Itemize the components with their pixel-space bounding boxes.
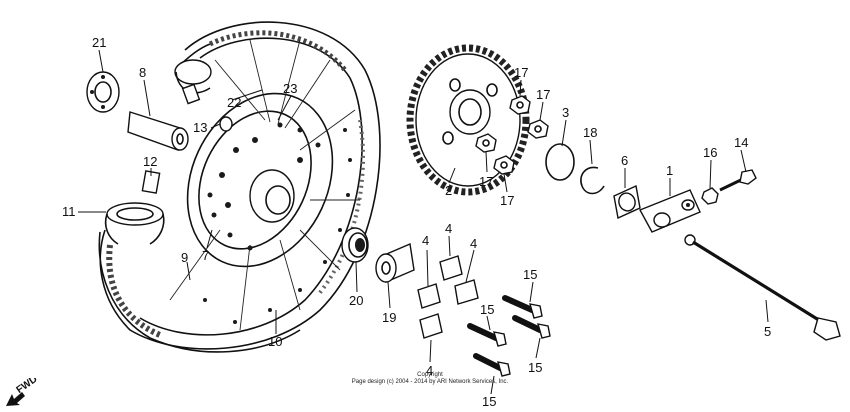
bolt-15d bbox=[473, 353, 511, 377]
label-part-13: 13 bbox=[193, 120, 207, 135]
label-part-15a: 15 bbox=[523, 267, 537, 282]
collar-19 bbox=[375, 243, 415, 283]
sprocket bbox=[406, 44, 530, 196]
label-part-6: 6 bbox=[621, 153, 628, 168]
collar-13 bbox=[219, 116, 233, 132]
collar-6 bbox=[613, 184, 641, 220]
label-part-15b: 15 bbox=[480, 302, 494, 317]
tire-section-top bbox=[174, 59, 212, 105]
label-part-15d: 15 bbox=[482, 394, 496, 409]
label-part-17b: 17 bbox=[536, 87, 550, 102]
forward-direction-indicator: FWD bbox=[6, 378, 39, 406]
forward-arrow-icon bbox=[6, 392, 25, 406]
fwd-label: FWD bbox=[14, 378, 39, 396]
label-part-20: 20 bbox=[349, 293, 363, 308]
label-part-17d: 17 bbox=[500, 193, 514, 208]
label-part-2: 2 bbox=[445, 183, 452, 198]
label-part-21: 21 bbox=[92, 35, 106, 50]
label-part-4d: 4 bbox=[426, 363, 433, 378]
bushing-4a bbox=[439, 255, 463, 281]
label-part-15c: 15 bbox=[528, 360, 542, 375]
nut-17b bbox=[527, 119, 549, 139]
tire-section-left bbox=[104, 202, 165, 245]
bearing-21 bbox=[86, 71, 120, 113]
tire bbox=[98, 21, 381, 353]
copyright-line-1: Copyright bbox=[417, 372, 443, 378]
label-part-23: 23 bbox=[283, 81, 297, 96]
nut-17c bbox=[475, 133, 497, 153]
label-part-8: 8 bbox=[139, 65, 146, 80]
ring-3 bbox=[545, 143, 575, 181]
label-part-17c: 17 bbox=[479, 174, 493, 189]
spacer-8 bbox=[127, 111, 189, 151]
label-part-10: 10 bbox=[268, 334, 282, 349]
label-part-9: 9 bbox=[181, 250, 188, 265]
leader-lines bbox=[78, 49, 769, 395]
bearing-20 bbox=[341, 227, 369, 263]
circlip-18 bbox=[580, 166, 605, 195]
wheel-hub bbox=[186, 92, 334, 268]
label-part-12: 12 bbox=[143, 154, 157, 169]
label-part-3: 3 bbox=[562, 105, 569, 120]
label-part-19: 19 bbox=[382, 310, 396, 325]
bolt-15b bbox=[512, 315, 551, 339]
rim-nipples bbox=[203, 128, 352, 324]
spokes bbox=[169, 39, 360, 331]
label-part-18: 18 bbox=[583, 125, 597, 140]
copyright-notice: Copyright Page design (c) 2004 - 2014 by… bbox=[300, 372, 560, 386]
label-part-4b: 4 bbox=[470, 236, 477, 251]
label-part-4c: 4 bbox=[422, 233, 429, 248]
bolt-15c bbox=[467, 323, 507, 347]
label-part-17a: 17 bbox=[514, 65, 528, 80]
bolt-15a bbox=[502, 295, 543, 319]
label-part-1: 1 bbox=[666, 163, 673, 178]
tube-12 bbox=[141, 170, 161, 194]
label-part-22: 22 bbox=[227, 95, 241, 110]
label-part-11: 11 bbox=[62, 204, 76, 219]
label-part-16: 16 bbox=[703, 145, 717, 160]
label-part-14: 14 bbox=[734, 135, 748, 150]
nut-17d bbox=[493, 155, 515, 175]
part-labels: 21 8 22 23 13 12 11 7 9 10 2 17 17 17 17… bbox=[62, 35, 771, 409]
bolt-14 bbox=[719, 169, 757, 192]
copyright-line-2: Page design (c) 2004 - 2014 by ARI Netwo… bbox=[351, 379, 509, 385]
label-part-5: 5 bbox=[764, 324, 771, 339]
label-part-7: 7 bbox=[202, 248, 209, 263]
chain-adjuster bbox=[639, 189, 701, 233]
axle-5 bbox=[684, 234, 841, 341]
nut-16 bbox=[701, 187, 719, 205]
bushing-4c bbox=[417, 283, 441, 309]
nut-17a bbox=[509, 95, 531, 115]
bushing-4d bbox=[419, 313, 443, 339]
label-part-4a: 4 bbox=[445, 221, 452, 236]
bushing-4b bbox=[454, 279, 479, 305]
